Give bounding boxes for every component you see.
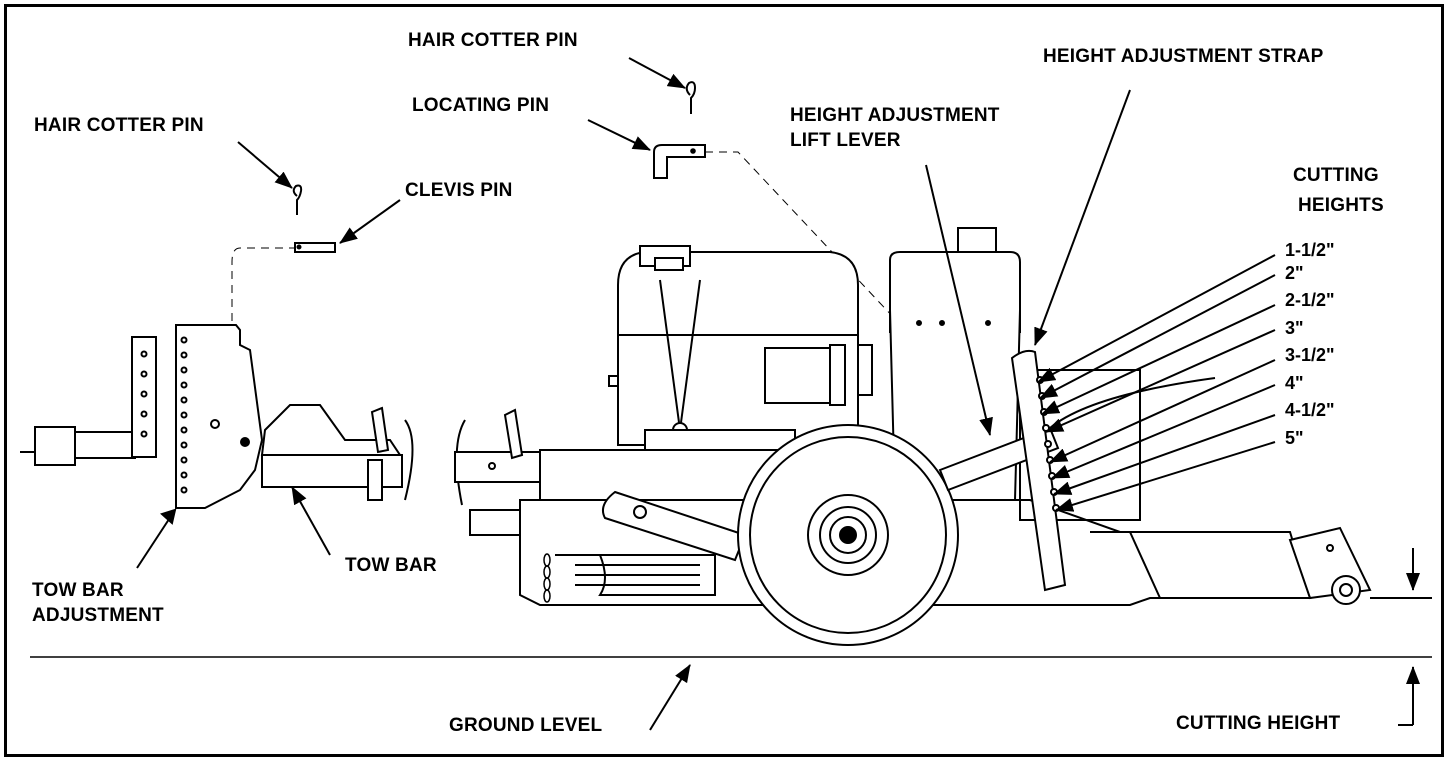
cutting-height-setting: 2" bbox=[1285, 263, 1304, 283]
assembly-dashed-lines bbox=[231, 151, 991, 421]
locating-pin bbox=[653, 144, 706, 179]
diagram-frame bbox=[4, 4, 1444, 757]
lift-arm bbox=[602, 490, 747, 562]
cutting-height-setting: 4-1/2" bbox=[1285, 400, 1335, 420]
label-locating-pin: LOCATING PIN bbox=[412, 95, 550, 116]
cutting-height-setting: 5" bbox=[1285, 428, 1304, 448]
label-cutting-heights-2: HEIGHTS bbox=[1298, 195, 1384, 216]
wheel bbox=[737, 424, 959, 646]
cutting-height-setting: 4" bbox=[1285, 373, 1304, 393]
label-ground-level: GROUND LEVEL bbox=[449, 715, 603, 736]
label-height-adjustment-strap: HEIGHT ADJUSTMENT STRAP bbox=[1043, 46, 1324, 67]
cutting-height-setting: 3-1/2" bbox=[1285, 345, 1335, 365]
hair-cotter-pin-left bbox=[292, 184, 303, 215]
clevis-pin bbox=[294, 242, 336, 253]
label-cutting-heights-1: CUTTING bbox=[1293, 165, 1379, 186]
label-tow-bar-adjustment-1: TOW BAR bbox=[32, 580, 124, 601]
label-hair-cotter-pin-top: HAIR COTTER PIN bbox=[408, 30, 578, 51]
cutting-height-setting: 1-1/2" bbox=[1285, 240, 1335, 260]
cutting-height-setting: 2-1/2" bbox=[1285, 290, 1335, 310]
engine bbox=[608, 245, 873, 451]
label-cutting-height: CUTTING HEIGHT bbox=[1176, 713, 1341, 734]
tow-bar bbox=[260, 404, 414, 501]
tow-bar-adjustment-plate bbox=[175, 324, 264, 509]
cutting-height-setting: 3" bbox=[1285, 318, 1304, 338]
chain bbox=[543, 553, 551, 603]
callout-arrows bbox=[136, 57, 1276, 731]
cutting-height-dimension bbox=[1370, 548, 1432, 726]
label-height-adjustment-lift-lever-2: LIFT LEVER bbox=[790, 130, 901, 151]
label-tow-bar: TOW BAR bbox=[345, 555, 437, 576]
hitch-assembly bbox=[20, 336, 157, 466]
rear-roller bbox=[1288, 526, 1372, 605]
tow-bar-rear bbox=[454, 408, 541, 506]
label-clevis-pin: CLEVIS PIN bbox=[405, 180, 513, 201]
label-tow-bar-adjustment-2: ADJUSTMENT bbox=[32, 605, 164, 626]
hair-cotter-pin-top bbox=[685, 81, 697, 114]
label-hair-cotter-pin-left: HAIR COTTER PIN bbox=[34, 115, 204, 136]
label-height-adjustment-lift-lever-1: HEIGHT ADJUSTMENT bbox=[790, 105, 1000, 126]
